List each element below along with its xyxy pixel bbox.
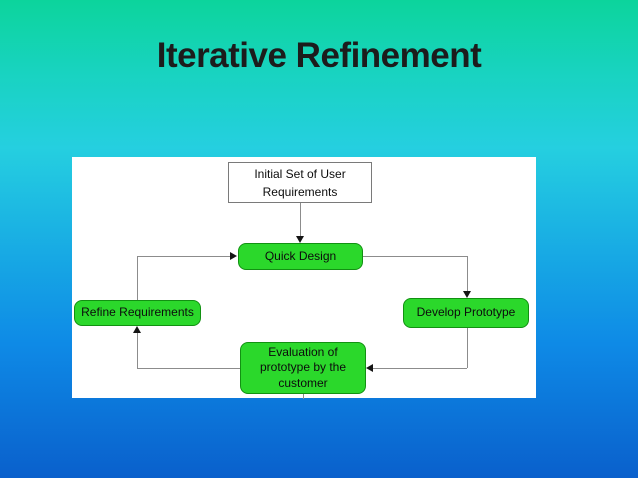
flowchart-panel: Initial Set of User Requirements Quick D… (72, 157, 536, 399)
connector-quick-to-develop-vertical (467, 256, 468, 292)
connector-develop-to-evaluation-vertical (467, 328, 468, 368)
node-quick-design: Quick Design (238, 243, 363, 270)
node-quick-design-label: Quick Design (264, 248, 337, 263)
connector-evaluation-to-refine-vertical (137, 332, 138, 368)
connector-quick-to-develop-horizontal (363, 256, 467, 257)
arrowhead-into-quick-design-top (296, 236, 304, 243)
connector-develop-to-evaluation-horizontal (372, 368, 467, 369)
arrowhead-into-develop-prototype (463, 291, 471, 298)
node-evaluation: Evaluation of prototype by the customer (240, 342, 366, 394)
connector-evaluation-to-refine-horizontal (137, 368, 240, 369)
node-initial-requirements: Initial Set of User Requirements (228, 162, 372, 203)
connector-refine-to-quick-horizontal (137, 256, 231, 257)
connector-evaluation-bottom-stub (303, 394, 304, 399)
node-refine-requirements-label: Refine Requirements (81, 305, 194, 320)
node-develop-prototype: Develop Prototype (403, 298, 529, 328)
node-refine-requirements: Refine Requirements (74, 300, 201, 326)
arrowhead-into-evaluation (366, 364, 373, 372)
arrowhead-into-quick-design-left (230, 252, 237, 260)
node-develop-prototype-label: Develop Prototype (416, 305, 516, 320)
connector-refine-to-quick-vertical (137, 256, 138, 300)
slide-title: Iterative Refinement (156, 36, 482, 75)
node-initial-requirements-label: Initial Set of User Requirements (254, 166, 346, 199)
arrowhead-into-refine-requirements (133, 326, 141, 333)
node-evaluation-label: Evaluation of prototype by the customer (259, 344, 347, 390)
connector-initial-to-quick-design (300, 203, 301, 237)
